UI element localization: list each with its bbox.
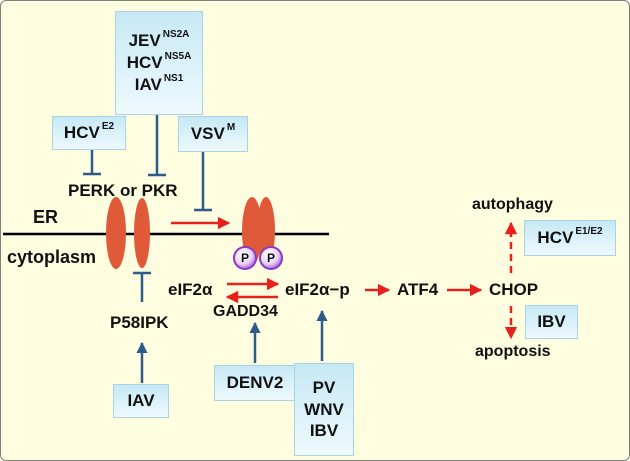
atf4-label: ATF4 bbox=[397, 280, 439, 299]
chop-label: CHOP bbox=[489, 280, 539, 299]
apoptosis-label: apoptosis bbox=[475, 343, 551, 360]
phosphate-right-icon: P bbox=[259, 246, 283, 270]
vsv-m-inhibition-line bbox=[194, 151, 212, 212]
perk-channel-right bbox=[134, 198, 150, 268]
er-label: ER bbox=[33, 207, 59, 227]
eif2a-p-label: eIF2α−p bbox=[285, 280, 350, 299]
hcv-e2-inhibition-line bbox=[83, 149, 101, 176]
autophagy-label: autophagy bbox=[472, 196, 553, 213]
svg-text:P: P bbox=[267, 251, 275, 265]
perk-channel-left bbox=[106, 197, 126, 269]
pv-wnv-ibv-box: PV WNV IBV bbox=[294, 363, 354, 456]
p58ipk-inhibition-line bbox=[133, 271, 151, 302]
cytoplasm-label: cytoplasm bbox=[7, 247, 97, 267]
denv2-box: DENV2 bbox=[214, 365, 296, 401]
top-box-inhibition-line bbox=[148, 113, 166, 177]
p58ipk-label: P58IPK bbox=[110, 313, 169, 332]
gadd34-label: GADD34 bbox=[213, 303, 278, 320]
perk-or-pkr-label: PERK or PKR bbox=[68, 181, 178, 200]
svg-text:P: P bbox=[241, 251, 249, 265]
eif2a-label: eIF2α bbox=[168, 280, 213, 299]
ibv-right-box: IBV bbox=[525, 305, 578, 339]
iav-bottom-box: IAV bbox=[113, 384, 169, 418]
phosphate-left-icon: P bbox=[233, 246, 257, 270]
